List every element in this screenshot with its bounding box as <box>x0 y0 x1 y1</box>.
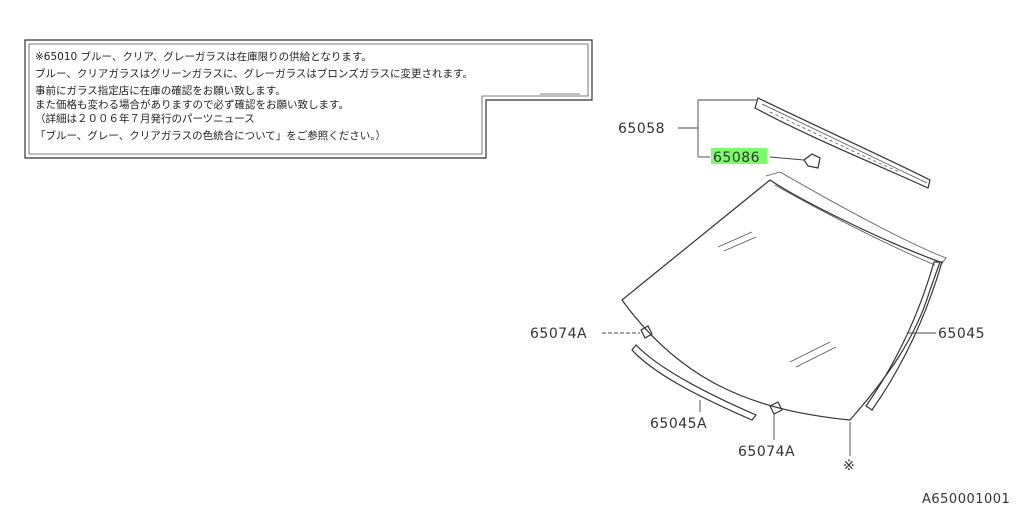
clip-65086 <box>803 153 821 169</box>
label-asterisk: ※ <box>843 458 855 474</box>
molding-65058 <box>754 97 931 189</box>
weatherstrip-65045 <box>865 261 943 411</box>
note-box: ※65010 ブルー、クリア、グレーガラスは在庫限りの供給となります。 ブルー、… <box>24 39 593 159</box>
windshield-glass <box>621 171 947 421</box>
note-line-2: ブルー、クリアガラスはグリーンガラスに、グレーガラスはブロンズガラスに変更されま… <box>35 67 473 80</box>
note-line-3: 事前にガラス指定店に在庫の確認をお願い致します。 <box>35 84 286 97</box>
label-65058[interactable]: 65058 <box>618 121 665 137</box>
label-65045a[interactable]: 65045A <box>650 416 707 432</box>
label-65074a-bottom[interactable]: 65074A <box>738 444 795 460</box>
clip-65074a-bottom <box>769 401 783 415</box>
note-line-4: また価格も変わる場合がありますので必ず確認をお願い致します。 <box>35 98 349 111</box>
diagram-id: A650001001 <box>922 492 1010 507</box>
label-65045[interactable]: 65045 <box>938 326 985 342</box>
clip-65074a-left <box>640 325 653 339</box>
label-65086[interactable]: 65086 <box>713 150 760 166</box>
leader-lines <box>602 99 936 456</box>
note-line-6: 「ブルー、グレー、クリアガラスの色統合について」をご参照ください。） <box>35 129 386 142</box>
strip-65045a <box>631 344 757 421</box>
label-65074a-left[interactable]: 65074A <box>530 326 587 342</box>
note-line-1: ※65010 ブルー、クリア、グレーガラスは在庫限りの供給となります。 <box>35 50 372 63</box>
highlight-65086 <box>711 148 767 164</box>
note-line-5: （詳細は２００６年７月発行のパーツニュース <box>35 112 255 125</box>
